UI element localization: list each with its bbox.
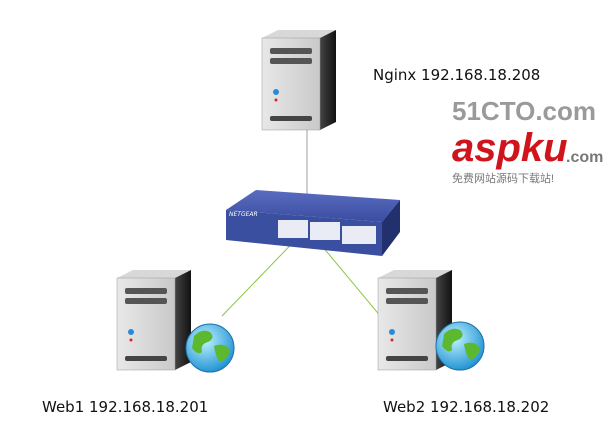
web1-label: Web1 192.168.18.201 (42, 398, 209, 416)
network-switch-icon (226, 190, 400, 256)
watermark-51cto: 51CTO.com (452, 96, 597, 126)
web2-label: Web2 192.168.18.202 (383, 398, 550, 416)
watermark-tagline: 免费网站源码下载站! (452, 173, 555, 185)
nginx-server-icon (261, 29, 337, 131)
web2-globe-icon (435, 321, 485, 371)
nginx-label: Nginx 192.168.18.208 (373, 66, 541, 84)
web1-server-icon (116, 269, 192, 371)
web1-globe-icon (185, 323, 235, 373)
switch-brand: NETGEAR (229, 211, 258, 218)
watermark-aspku: aspku (452, 126, 568, 170)
watermark-com: .com (566, 149, 604, 166)
